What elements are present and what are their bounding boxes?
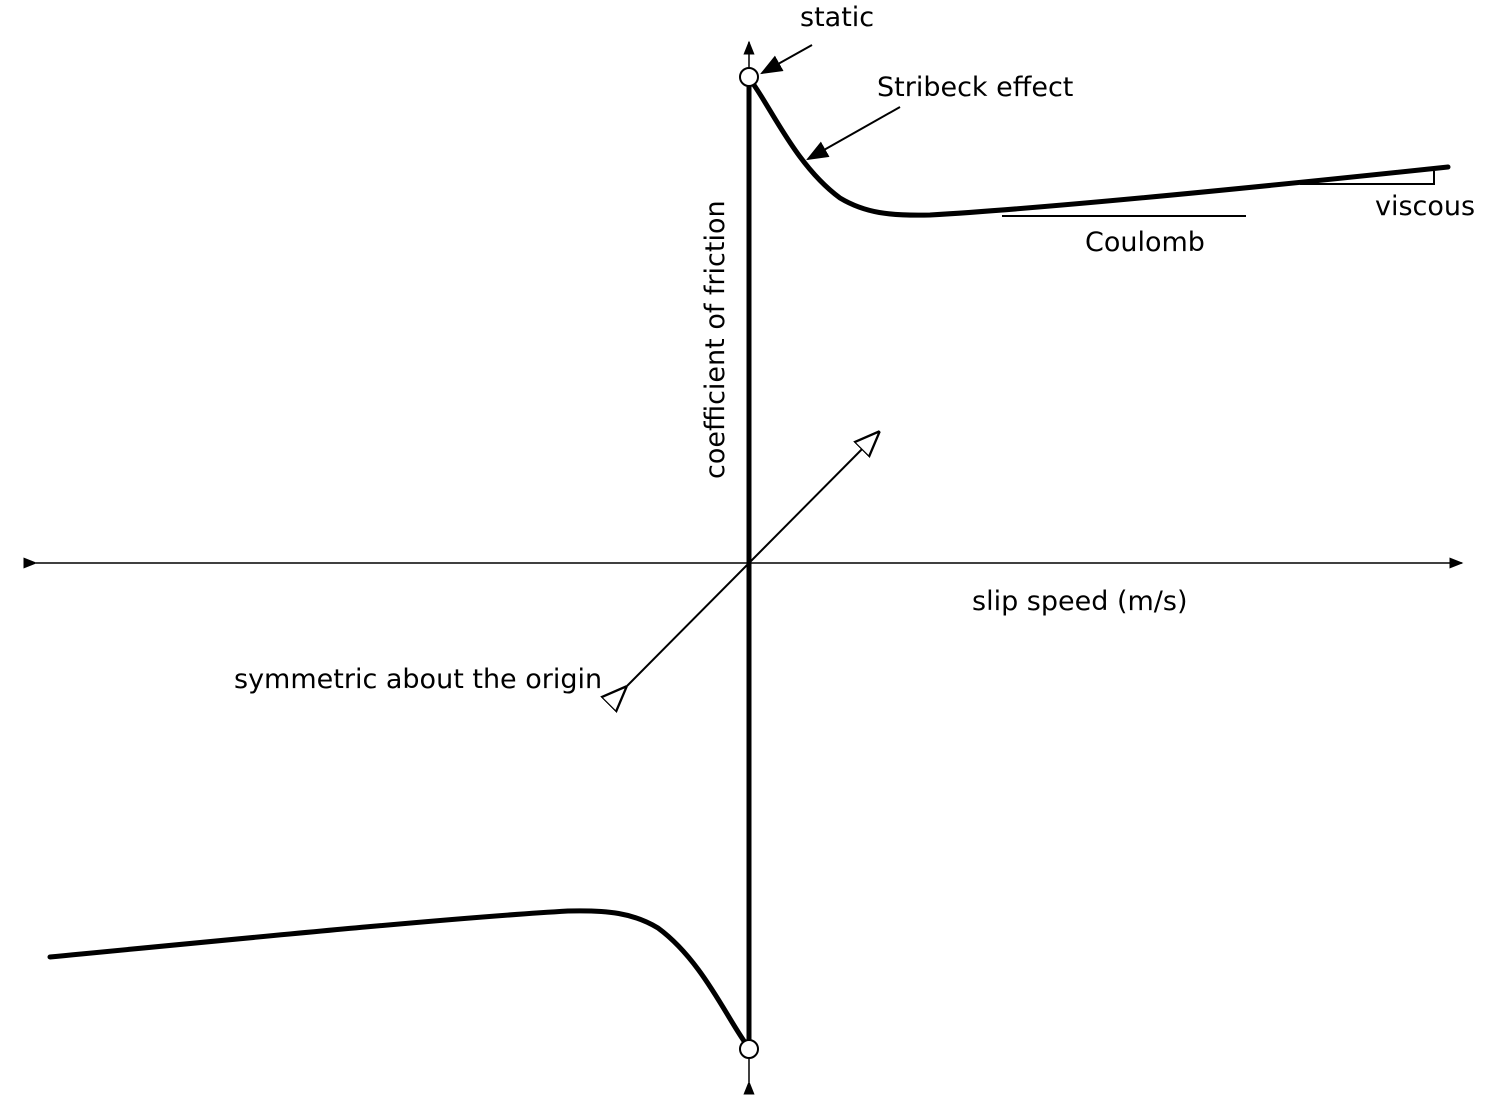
viscous-slope-bracket (1300, 171, 1435, 185)
symmetric-label: symmetric about the origin (234, 664, 602, 695)
static-point-marker-negative (739, 1039, 759, 1059)
stribeck-label: Stribeck effect (877, 72, 1073, 103)
static-arrow (760, 44, 813, 75)
x-axis-label: slip speed (m/s) (972, 586, 1187, 617)
stribeck-arrow (806, 106, 901, 161)
coulomb-label: Coulomb (1085, 227, 1205, 258)
static-point-marker (739, 67, 759, 87)
static-label: static (800, 2, 874, 33)
symmetry-arrow (625, 433, 878, 688)
y-axis-label: coefficient of friction (700, 200, 731, 479)
friction-curve-positive (746, 75, 1451, 566)
friction-curve-negative (47, 560, 752, 1051)
viscous-label: viscous (1375, 191, 1475, 222)
